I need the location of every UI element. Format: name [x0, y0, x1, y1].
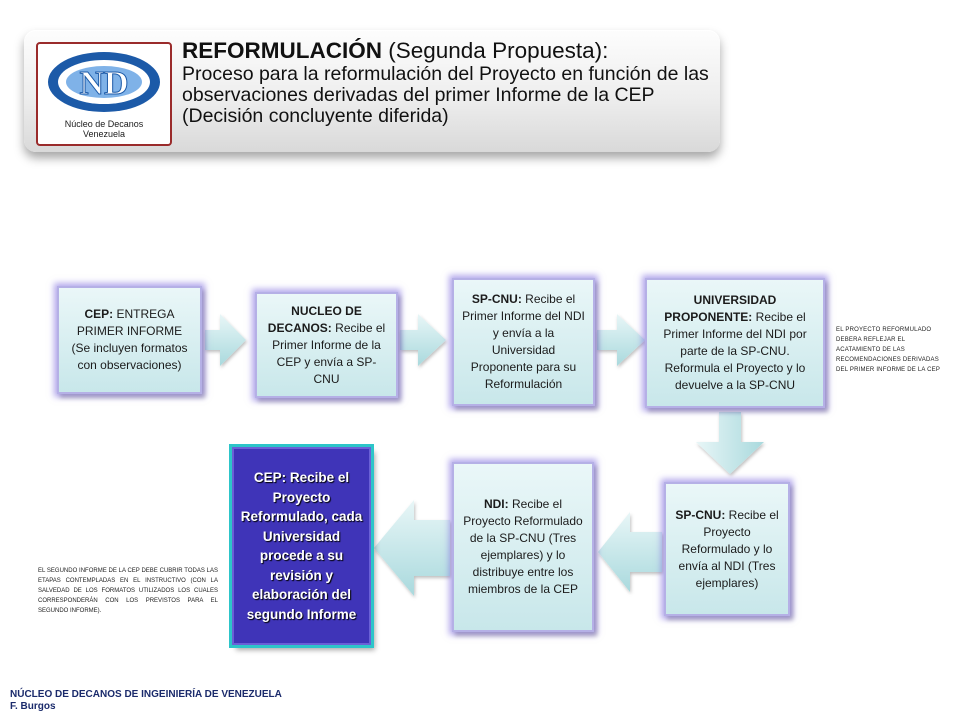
box-cep-entrega-bold: CEP:: [84, 307, 114, 321]
box-cep-entrega: CEP: ENTREGA PRIMER INFORME (Se incluyen…: [57, 286, 202, 394]
arrow-right-3: [597, 314, 645, 366]
arrow-right-2: [400, 314, 446, 366]
box-nucleo-decanos-bold: NUCLEO DE DECANOS:: [267, 303, 362, 335]
title-bold: REFORMULACIÓN: [182, 38, 382, 63]
box-spcnu-recibe-reformulado-bold: SP-CNU:: [675, 507, 726, 522]
box-ndi-distribuye-text: Recibe el Proyecto Reformulado de la SP-…: [463, 497, 583, 596]
box-ndi-distribuye: NDI: Recibe el Proyecto Reformulado de l…: [452, 462, 594, 632]
arrow-left-1: [598, 512, 662, 592]
logo-letters: ND: [79, 65, 128, 102]
box-nucleo-decanos-text: Recibe el Primer Informe de la CEP y env…: [272, 320, 386, 386]
box-nucleo-decanos: NUCLEO DE DECANOS: Recibe el Primer Info…: [255, 292, 398, 398]
title-subtitle: Proceso para la reformulación del Proyec…: [182, 63, 709, 127]
note-segundo-informe: EL SEGUNDO INFORME DE LA CEP DEBE CUBRIR…: [38, 568, 218, 614]
footer: NÚCLEO DE DECANOS DE INGEINIERÍA DE VENE…: [10, 689, 282, 713]
footer-organization: NÚCLEO DE DECANOS DE INGEINIERÍA DE VENE…: [10, 689, 282, 700]
box-spcnu-recibe-informe-bold: SP-CNU:: [471, 292, 522, 306]
box-spcnu-recibe-informe: SP-CNU: Recibe el Primer Informe del NDI…: [452, 278, 595, 406]
logo-center: [66, 66, 142, 98]
page-title: REFORMULACIÓN (Segunda Propuesta): Proce…: [182, 38, 712, 127]
box-universidad-proponente-text: Recibe el Primer Informe del NDI por par…: [663, 310, 807, 392]
box-universidad-proponente: UNIVERSIDAD PROPONENTE: Recibe el Primer…: [645, 278, 825, 408]
box-cep-entrega-text: ENTREGA PRIMER INFORME (Se incluyen form…: [71, 307, 188, 372]
arrow-right-1: [205, 314, 246, 366]
box-spcnu-recibe-reformulado: SP-CNU: Recibe el Proyecto Reformulado y…: [664, 482, 790, 616]
logo-caption-line1: Núcleo de Decanos: [64, 119, 144, 129]
box-universidad-proponente-bold: UNIVERSIDAD PROPONENTE:: [664, 293, 777, 324]
logo: ND Núcleo de Decanos Venezuela: [36, 42, 172, 146]
box-spcnu-recibe-informe-text: Recibe el Primer Informe del NDI y envía…: [462, 292, 585, 391]
box-cep-segundo-informe-text: CEP: Recibe el Proyecto Reformulado, cad…: [240, 470, 363, 622]
title-rest: (Segunda Propuesta):: [381, 38, 609, 63]
box-ndi-distribuye-bold: NDI:: [483, 497, 509, 511]
logo-caption-line2: Venezuela: [82, 129, 126, 139]
arrow-down: [696, 412, 764, 474]
arrow-left-2: [374, 500, 450, 596]
note-proyecto-reformulado: EL PROYECTO REFORMULADO DEBERA REFLEJAR …: [836, 327, 941, 373]
footer-author: F. Burgos: [10, 701, 56, 712]
logo-graphic: ND: [48, 52, 160, 112]
logo-caption: Núcleo de Decanos Venezuela: [38, 119, 170, 139]
box-spcnu-recibe-reformulado-text: Recibe el Proyecto Reformulado y lo enví…: [678, 507, 779, 590]
box-cep-segundo-informe: CEP: Recibe el Proyecto Reformulado, cad…: [232, 447, 371, 645]
